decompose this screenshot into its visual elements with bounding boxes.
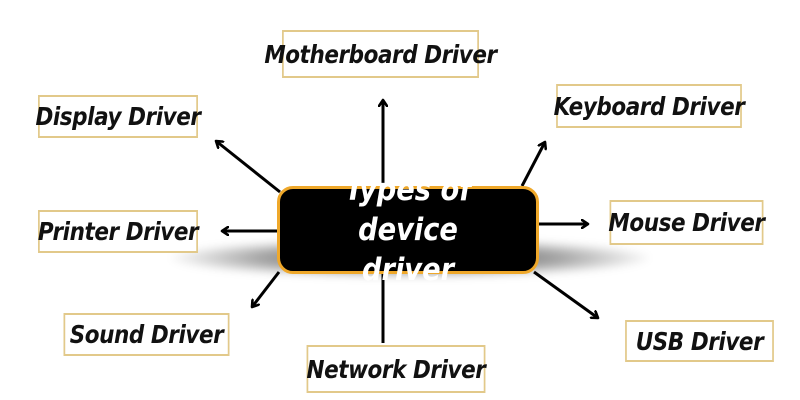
arrow-sound	[252, 271, 281, 307]
arrow-usb	[533, 270, 598, 318]
sound-driver-box: Sound Driver	[63, 313, 230, 356]
motherboard-driver-box: Motherboard Driver	[264, 30, 497, 78]
central-topic: Types of device driver	[277, 172, 539, 288]
network-driver-box: Network Driver	[306, 345, 486, 393]
mouse-driver-box: Mouse Driver	[608, 200, 765, 245]
keyboard-driver-box: Keyboard Driver	[554, 84, 745, 128]
arrow-display	[216, 141, 281, 194]
display-driver-box: Display Driver	[35, 95, 201, 138]
printer-driver-box: Printer Driver	[38, 210, 199, 253]
usb-driver-box: USB Driver	[625, 320, 774, 362]
center-line-2: driver	[361, 252, 455, 288]
arrow-keyboard	[520, 142, 545, 187]
center-line-1: Types of device	[344, 172, 472, 248]
